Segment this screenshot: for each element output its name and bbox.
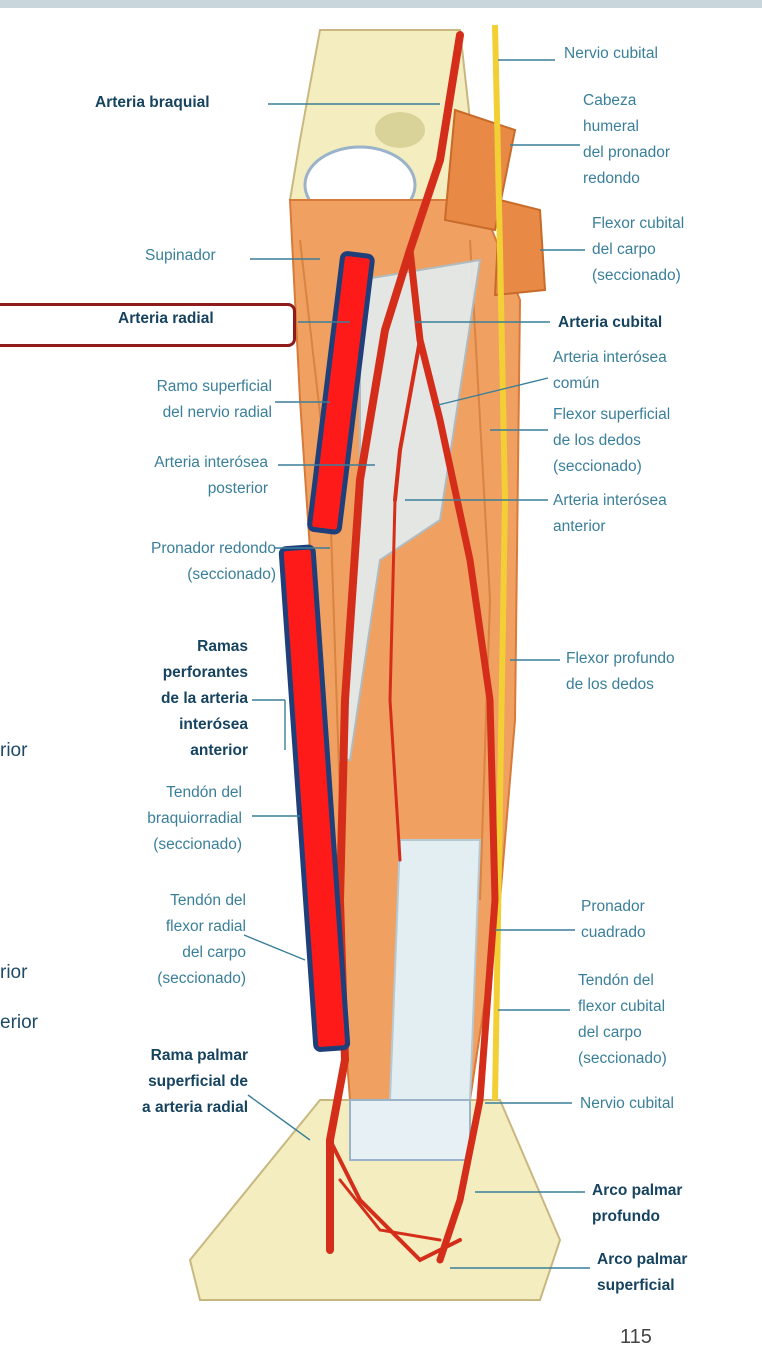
arteries: [326, 31, 499, 1264]
edge-fragment: erior: [0, 1012, 39, 1033]
label-line: Arco palmar: [597, 1251, 688, 1268]
label-line: Flexor cubital: [592, 215, 685, 232]
label-line: posterior: [207, 480, 268, 497]
label-line: Flexor profundo: [566, 650, 675, 667]
label-line: del carpo: [182, 944, 246, 961]
label-pronador-redondo: Pronador redondo (seccionado): [80, 536, 276, 588]
label-line: Pronador redondo: [151, 540, 276, 557]
leader-lines: [243, 59, 590, 1269]
label-arteria-interosea-comun: Arteria interósea común: [553, 345, 667, 397]
label-line: superficial: [597, 1277, 675, 1294]
label-pronador-cuadrado: Pronador cuadrado: [581, 894, 646, 946]
label-line: redondo: [583, 170, 640, 187]
label-arteria-braquial: Arteria braquial: [95, 94, 210, 111]
label-line: superficial de: [148, 1073, 248, 1090]
label-arteria-interosea-anterior: Arteria interósea anterior: [553, 488, 667, 540]
label-line: flexor radial: [165, 918, 246, 935]
label-line: Flexor superficial: [553, 406, 671, 423]
label-line: anterior: [190, 742, 248, 759]
label-line: braquiorradial: [147, 810, 242, 827]
page-number: 115: [620, 1326, 652, 1348]
label-line: Pronador: [581, 898, 645, 915]
label-line: del pronador: [583, 144, 671, 161]
label-arco-palmar-profundo: Arco palmar profundo: [592, 1178, 682, 1230]
label-line: Tendón del: [578, 972, 654, 989]
label-ramas-perforantes: Ramas perforantes de la arteria interóse…: [100, 634, 248, 764]
label-line: del carpo: [578, 1024, 642, 1041]
label-line: Tendón del: [166, 784, 242, 801]
label-line: del carpo: [592, 241, 656, 258]
label-flexor-superficial: Flexor superficial de los dedos (seccion…: [553, 402, 670, 480]
label-line: Ramo superficial: [156, 378, 272, 395]
label-line: Arco palmar: [592, 1182, 683, 1199]
label-line: Tendón del: [170, 892, 246, 909]
label-line: Ramas: [197, 638, 248, 655]
label-arco-palmar-superficial: Arco palmar superficial: [597, 1247, 687, 1299]
label-tendon-braquiorradial: Tendón del braquiorradial (seccionado): [90, 780, 242, 858]
label-rama-palmar: Rama palmar superficial de a arteria rad…: [80, 1043, 248, 1121]
label-line: común: [553, 375, 600, 392]
edge-fragment: rior: [0, 962, 28, 983]
label-line: perforantes: [162, 664, 248, 681]
label-ramo-superficial: Ramo superficial del nervio radial: [90, 374, 272, 426]
label-arteria-radial: Arteria radial: [118, 310, 214, 327]
radial-artery-highlight: [278, 251, 375, 1052]
label-flexor-profundo: Flexor profundo de los dedos: [566, 646, 675, 698]
arteria-radial-highlight-box: [0, 303, 296, 347]
label-line: de los dedos: [566, 676, 654, 693]
label-line: del nervio radial: [162, 404, 272, 421]
label-supinador: Supinador: [145, 247, 216, 264]
label-line: anterior: [553, 518, 606, 535]
label-line: (seccionado): [592, 267, 681, 284]
label-arteria-interosea-posterior: Arteria interósea posterior: [90, 450, 268, 502]
label-line: cuadrado: [581, 924, 646, 941]
label-line: Rama palmar: [150, 1047, 248, 1064]
ulnar-nerve: [492, 24, 509, 1101]
label-line: (seccionado): [553, 458, 642, 475]
top-border: [0, 0, 762, 8]
label-nervio-cubital-bottom: Nervio cubital: [580, 1095, 674, 1112]
label-line: (seccionado): [157, 970, 246, 987]
edge-fragment: rior: [0, 740, 28, 761]
label-nervio-cubital-top: Nervio cubital: [564, 45, 658, 62]
hand-bones: [188, 1099, 562, 1301]
label-line: Arteria interósea: [553, 492, 667, 509]
label-line: humeral: [583, 118, 639, 135]
label-arteria-cubital: Arteria cubital: [558, 314, 663, 331]
label-flexor-cubital-carpo: Flexor cubital del carpo (seccionado): [592, 211, 684, 289]
label-line: Arteria interósea: [553, 349, 667, 366]
label-line: de la arteria: [160, 690, 248, 707]
label-line: Arteria interósea: [154, 454, 268, 471]
label-line: a arteria radial: [142, 1099, 248, 1116]
label-cabeza-humeral: Cabeza humeral del pronador redondo: [583, 88, 670, 192]
label-line: interósea: [179, 716, 248, 733]
label-line: (seccionado): [578, 1050, 667, 1067]
label-tendon-flexor-radial: Tendón del flexor radial del carpo (secc…: [90, 888, 246, 992]
label-tendon-flexor-cubital: Tendón del flexor cubital del carpo (sec…: [578, 968, 667, 1072]
label-line: (seccionado): [153, 836, 242, 853]
label-line: profundo: [592, 1208, 661, 1225]
label-line: de los dedos: [553, 432, 641, 449]
label-line: flexor cubital: [578, 998, 666, 1015]
label-line: (seccionado): [187, 566, 276, 583]
label-line: Cabeza: [583, 92, 637, 109]
